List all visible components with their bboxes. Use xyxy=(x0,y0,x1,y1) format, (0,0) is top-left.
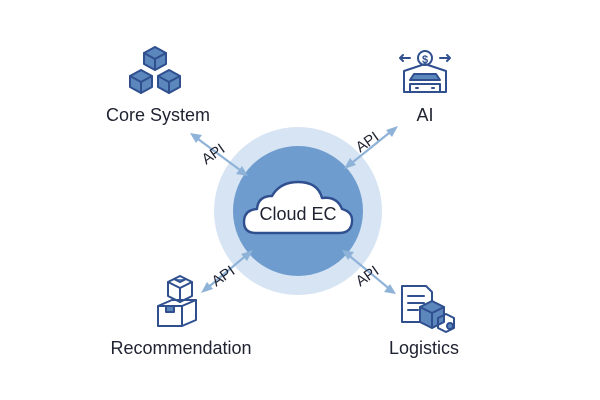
center-label: Cloud EC xyxy=(259,204,336,224)
svg-text:$: $ xyxy=(422,54,428,66)
arrow-logistics xyxy=(342,250,396,294)
boxes-icon xyxy=(157,275,197,327)
arrow-core-system xyxy=(190,133,248,176)
node-label-ai: AI xyxy=(416,105,433,125)
node-label-recommendation: Recommendation xyxy=(110,338,251,358)
arrow-recommendation xyxy=(201,250,253,293)
storefront-dollar-icon: $ xyxy=(399,50,451,93)
document-package-icon xyxy=(401,285,455,333)
stacked-cubes-icon xyxy=(129,46,181,94)
cloud-icon xyxy=(242,180,354,235)
node-label-core-system: Core System xyxy=(106,105,210,125)
arrow-ai xyxy=(344,126,398,169)
api-label-core-system: API xyxy=(199,140,229,168)
node-label-logistics: Logistics xyxy=(389,338,459,358)
